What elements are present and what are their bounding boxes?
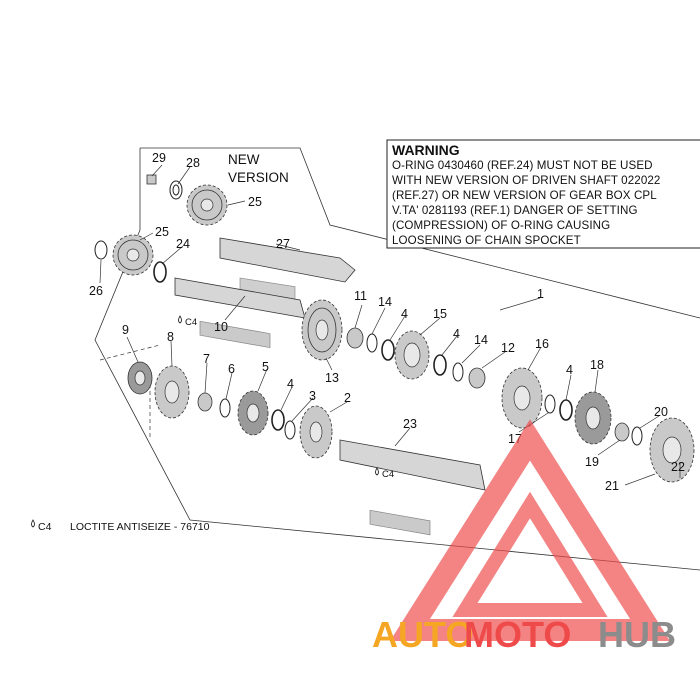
- callout-27: 27: [276, 237, 290, 251]
- part-24-o-ring: [153, 261, 167, 283]
- warning-box: WARNING O-RING 0430460 (REF.24) MUST NOT…: [386, 139, 700, 249]
- callout-4d: 4: [566, 363, 573, 377]
- drop-icon: [31, 519, 35, 528]
- part-7-bushing: [197, 392, 213, 412]
- drop-icon: [178, 315, 182, 324]
- callout-10: 10: [214, 320, 228, 334]
- callout-19: 19: [585, 455, 599, 469]
- part-11-bushing: [346, 327, 364, 349]
- part-4-ring-b: [433, 354, 447, 376]
- part-14-ring-b: [452, 362, 464, 382]
- part-12-bushing: [468, 367, 486, 389]
- watermark-text-hub: HUB: [598, 614, 676, 655]
- callout-11: 11: [354, 289, 367, 303]
- part-17-ring: [544, 394, 556, 414]
- leader-lines: [99, 164, 681, 486]
- warning-line-3: (REF.27) OR NEW VERSION OF GEAR BOX CPL: [392, 189, 657, 202]
- callout-15: 15: [433, 307, 447, 321]
- part-26-washer: [94, 240, 108, 260]
- callout-25-new: 25: [248, 195, 262, 209]
- callout-14b: 14: [474, 333, 488, 347]
- part-14-ring-a: [366, 333, 378, 353]
- part-9-gear: [127, 361, 153, 395]
- part-2-gear: [299, 405, 333, 459]
- part-4-ring-a: [381, 339, 395, 361]
- callout-13: 13: [325, 371, 339, 385]
- callout-29: 29: [152, 151, 166, 165]
- callout-28: 28: [186, 156, 200, 170]
- watermark-logo: [390, 419, 670, 641]
- part-20-ring: [631, 426, 643, 446]
- legend-text: LOCTITE ANTISEIZE - 76710: [70, 521, 210, 533]
- part-6-ring: [219, 398, 231, 418]
- legend-code: C4: [38, 521, 52, 533]
- part-15-gear: [394, 330, 430, 380]
- callout-25: 25: [155, 225, 169, 239]
- loctite-mark-1: C4: [178, 315, 197, 328]
- callout-4a: 4: [401, 307, 408, 321]
- loctite-mark-2: C4: [375, 467, 394, 480]
- part-5-gear: [237, 390, 269, 436]
- callout-20: 20: [654, 405, 668, 419]
- callout-23: 23: [403, 417, 417, 431]
- callout-6: 6: [228, 362, 235, 376]
- warning-line-1: O-RING 0430460 (REF.24) MUST NOT BE USED: [392, 159, 653, 172]
- callout-26: 26: [89, 284, 103, 298]
- part-29-nut: [146, 174, 157, 185]
- callout-8: 8: [167, 330, 174, 344]
- watermark-text-auto: AUTO: [372, 614, 473, 655]
- callout-2: 2: [344, 391, 351, 405]
- warning-title: WARNING: [392, 142, 460, 158]
- callout-9: 9: [122, 323, 129, 337]
- part-21-gear: [649, 417, 695, 483]
- callout-24: 24: [176, 237, 190, 251]
- callout-numbers: 29 28 25 27 25 24 26 10 1 11 14 4 15 4 1…: [89, 151, 685, 493]
- svg-text:C4: C4: [185, 317, 197, 328]
- part-25-sprocket-new: [186, 184, 228, 226]
- part-25-sprocket: [112, 234, 154, 276]
- callout-14a: 14: [378, 295, 392, 309]
- callout-16: 16: [535, 337, 549, 351]
- callout-7: 7: [203, 352, 210, 366]
- warning-line-4: V.TA' 0281193 (REF.1) DANGER OF SETTING: [392, 204, 638, 217]
- callout-4c: 4: [287, 377, 294, 391]
- callout-3: 3: [309, 389, 316, 403]
- callout-4b: 4: [453, 327, 460, 341]
- part-4-ring-d: [559, 399, 573, 421]
- callout-18: 18: [590, 358, 604, 372]
- part-18-gear: [574, 391, 612, 445]
- callout-22: 22: [671, 460, 685, 474]
- part-13-gear: [301, 299, 343, 361]
- callout-5: 5: [262, 360, 269, 374]
- part-8-gear: [154, 365, 190, 419]
- watermark-text-moto: MOTO: [464, 614, 571, 655]
- part-4-ring-c: [271, 409, 285, 431]
- svg-text:C4: C4: [382, 469, 394, 480]
- new-version-label-line-1: NEW: [228, 152, 260, 167]
- callout-1: 1: [537, 287, 544, 301]
- diagram-outline: [94, 147, 700, 571]
- part-16-gear: [501, 367, 543, 429]
- part-19-bushing: [614, 422, 630, 442]
- warning-line-2: WITH NEW VERSION OF DRIVEN SHAFT 022022: [392, 174, 660, 187]
- loctite-legend: C4 LOCTITE ANTISEIZE - 76710: [31, 519, 210, 533]
- part-28-washer: [169, 180, 183, 200]
- warning-line-6: LOOSENING OF CHAIN SPOCKET: [392, 234, 581, 247]
- warning-line-5: (COMPRESSION) OF O-RING CAUSING: [392, 219, 610, 232]
- part-23-shaft: [339, 439, 486, 536]
- drop-icon: [375, 467, 379, 476]
- callout-12: 12: [501, 341, 515, 355]
- new-version-label-line-2: VERSION: [228, 170, 289, 185]
- callout-21: 21: [605, 479, 619, 493]
- part-3-ring: [284, 420, 296, 440]
